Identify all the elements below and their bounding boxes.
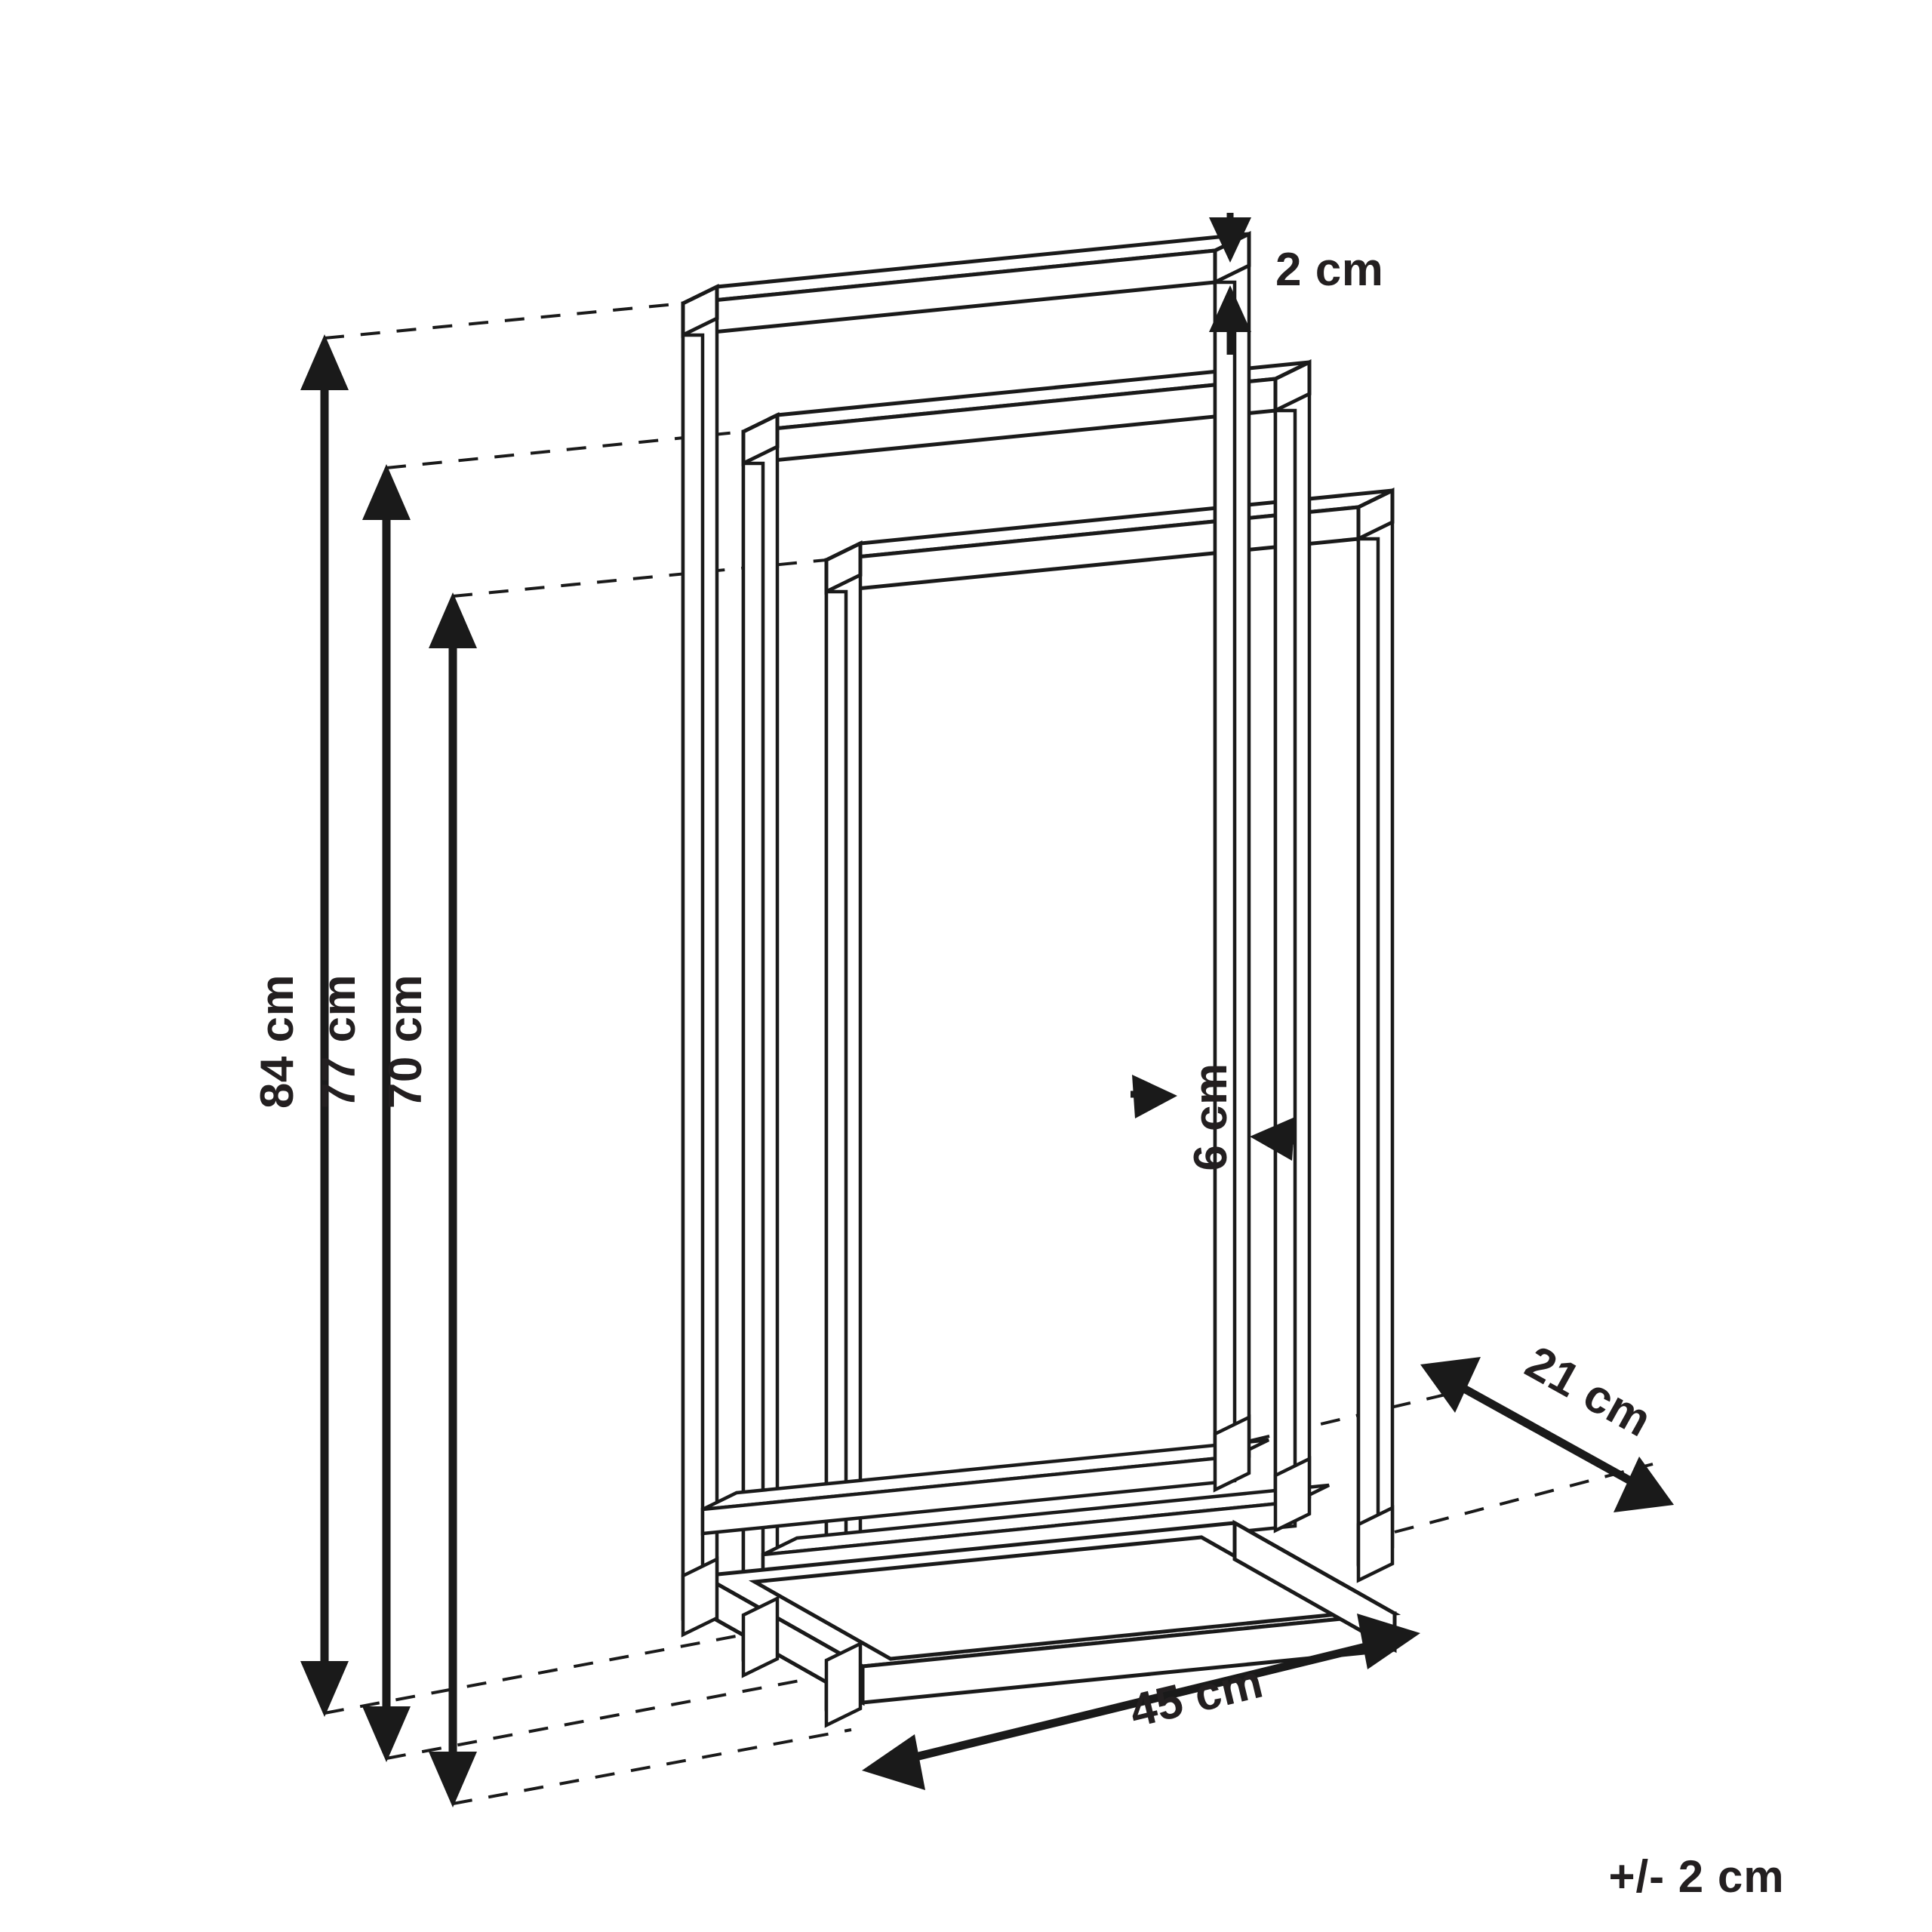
dim-2cm-arrow-up — [1209, 285, 1251, 332]
post-right-front — [1356, 519, 1395, 1567]
post-right-middle — [1273, 391, 1312, 1517]
post-right-back — [1213, 263, 1251, 1476]
dim-77-group: 77 cm — [313, 464, 411, 1762]
middle-bar-77 — [741, 358, 1312, 467]
tolerance-note: +/- 2 cm — [1608, 1851, 1785, 1902]
leader-line-84-bottom — [324, 1629, 769, 1715]
dim-77-arrow-bottom — [362, 1706, 411, 1762]
dim-70-arrow-bottom — [429, 1752, 477, 1807]
leader-line-depth-lower — [1394, 1463, 1654, 1534]
dim-21cm-group: 21 cm — [1420, 1337, 1674, 1512]
towel-stand-object — [681, 230, 1401, 1728]
dim-6cm-arrow-right — [1132, 1075, 1177, 1118]
dim-45cm-line — [908, 1641, 1374, 1763]
dim-70-arrow-top — [429, 592, 477, 648]
post-feet-overlays — [681, 1414, 1395, 1728]
post-left-front — [824, 572, 863, 1712]
dim-2cm-group: 2 cm — [1209, 213, 1383, 355]
front-bar-70 — [824, 487, 1395, 595]
dim-21cm-arrow-upleft — [1420, 1357, 1481, 1413]
dim-77-arrow-top — [362, 464, 411, 520]
dim-84-arrow-top — [300, 334, 349, 390]
dim-6cm-arrow-left — [1250, 1117, 1295, 1161]
dim-84-arrow-bottom — [300, 1661, 349, 1717]
dim-6cm-label: 6 cm — [1185, 1063, 1237, 1171]
dim-2cm-arrow-down — [1209, 217, 1251, 263]
dim-45cm-arrow-left — [862, 1734, 925, 1790]
dim-70-group: 70 cm — [380, 592, 477, 1807]
dim-84-label: 84 cm — [251, 974, 303, 1109]
lower-rail-back — [700, 1438, 1269, 1536]
dim-45cm-arrow-right — [1357, 1614, 1420, 1669]
top-bar-84 — [681, 230, 1251, 339]
dim-70-label: 70 cm — [380, 974, 432, 1109]
post-left-middle — [741, 444, 780, 1662]
leader-line-70-bottom — [452, 1728, 852, 1805]
dim-21cm-arrow-downright — [1614, 1457, 1674, 1512]
post-left-back — [681, 315, 719, 1621]
dim-77-label: 77 cm — [313, 974, 365, 1109]
base-frame — [696, 1519, 1401, 1706]
leader-line-70 — [452, 558, 827, 598]
dim-2cm-label: 2 cm — [1275, 244, 1383, 296]
dim-6cm-group: 6 cm — [1131, 1063, 1295, 1171]
dim-84-group: 84 cm — [251, 334, 349, 1717]
dim-21cm-line — [1462, 1385, 1632, 1484]
leader-line-84 — [324, 302, 684, 340]
